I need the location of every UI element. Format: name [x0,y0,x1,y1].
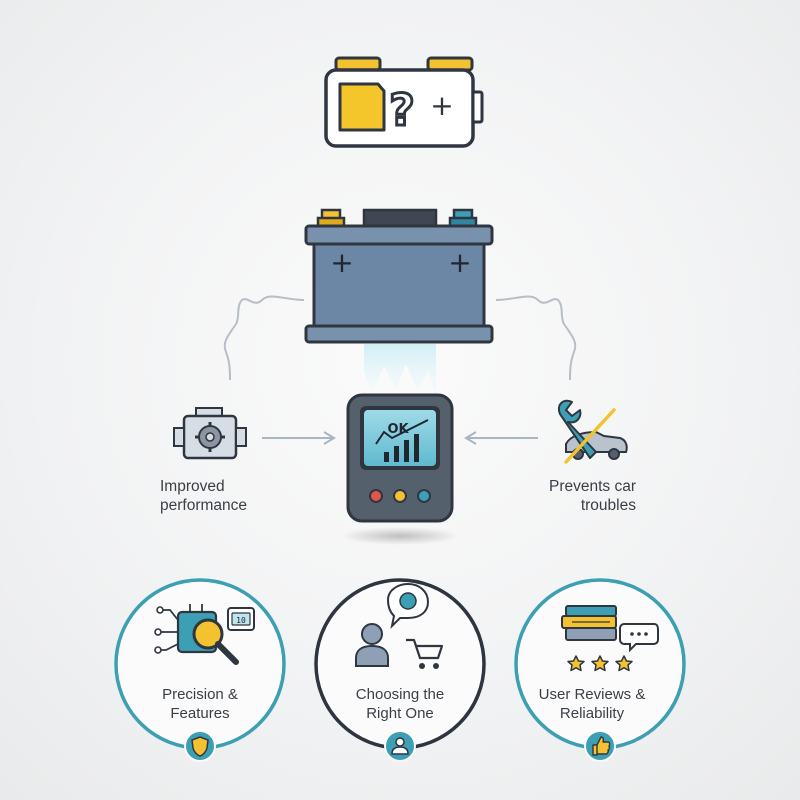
tester-screen-text: OK [387,422,409,437]
benefit-label-line: Prevents car [548,478,636,495]
books-reviews-icon [561,605,659,672]
benefit-label-improved-performance: Improved performance [160,477,247,515]
star-icon [567,655,585,672]
tester-button-red [369,489,383,503]
circle-label-line: Precision & [162,686,238,703]
chip-magnifier-icon: 10 [154,604,255,665]
cable-left [223,295,305,381]
arrow-right-to-tester [464,431,538,445]
tester-shadow [340,527,460,545]
car-battery-icon: + + [304,208,494,344]
benefit-label-line: troubles [580,497,636,514]
battery-terminal-right-sign: + [448,246,471,279]
user-icon [384,730,416,762]
wrench-car-crossed-icon [558,399,628,464]
circle-label-precision: Precision & Features [120,685,280,723]
battery-terminal-left-sign: + [330,246,353,279]
tester-button-blue [417,489,431,503]
cable-right [495,295,577,381]
arrow-left-to-tester [262,431,336,445]
person-cart-icon [355,582,444,669]
shield-icon [184,730,216,762]
energy-beam [364,344,436,395]
battery-question-icon: ? + [324,56,484,148]
circle-label-line: Right One [366,705,434,722]
circle-label-reviews: User Reviews & Reliability [512,685,672,723]
benefit-label-line: Improved [160,478,225,495]
tester-button-yellow [393,489,407,503]
thumbs-up-icon [584,730,616,762]
battery-plus-sign: + [430,89,453,122]
battery-question-mark: ? [389,85,415,136]
engine-gear-icon [173,407,247,460]
circle-label-line: Reliability [559,705,625,722]
star-icon [615,655,633,672]
circle-label-line: User Reviews & [538,686,646,703]
chip-display-text: 10 [236,616,246,625]
star-icon [591,655,609,672]
battery-tester-icon: OK [346,393,454,523]
circle-label-line: Features [170,705,230,722]
benefit-label-line: performance [160,497,248,514]
benefit-label-prevents-troubles: Prevents car troubles [520,477,636,515]
circle-label-line: Choosing the [355,686,445,703]
circle-label-choosing: Choosing the Right One [320,685,480,723]
